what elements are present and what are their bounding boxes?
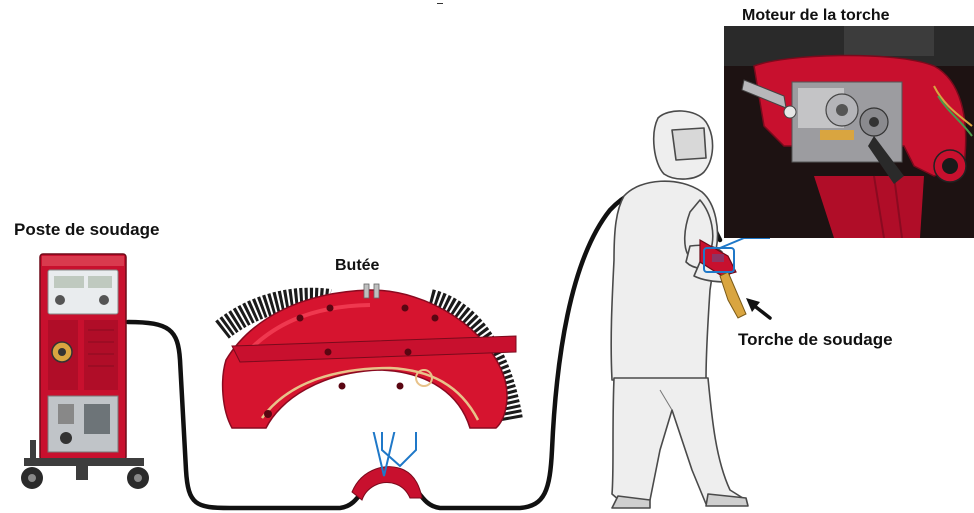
stopper-on-cable <box>352 467 422 500</box>
label-butee: Butée <box>335 257 379 275</box>
label-poste-de-soudage: Poste de soudage <box>14 220 159 240</box>
label-moteur-de-la-torche: Moteur de la torche <box>742 7 890 25</box>
butee-closeup-photo <box>216 282 516 432</box>
welding-machine <box>21 254 149 489</box>
moteur-closeup-photo <box>724 26 974 238</box>
moteur-photo-graphic <box>724 26 974 238</box>
label-torche-de-soudage: Torche de soudage <box>738 330 893 350</box>
torche-arrow <box>746 298 770 318</box>
